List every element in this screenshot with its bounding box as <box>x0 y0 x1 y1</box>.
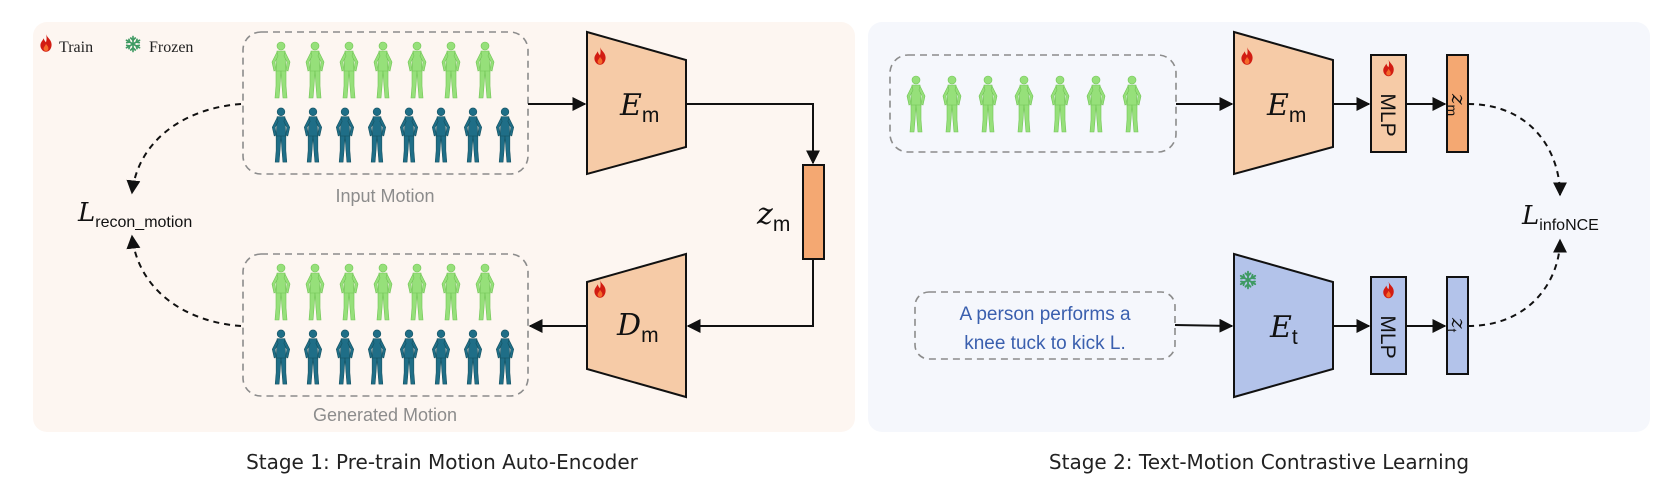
legend-train-label: Train <box>59 39 93 56</box>
text-prompt-line-2: knee tuck to kick L. <box>964 333 1126 354</box>
legend-frozen-label: Frozen <box>149 39 193 56</box>
stage1-recon-loss: Lrecon_motion <box>77 198 192 231</box>
stage2-motion-encoder <box>1233 30 1334 176</box>
stage1-caption: Stage 1: Pre-train Motion Auto-Encoder <box>246 450 639 474</box>
stage2-motion-box <box>889 54 1177 153</box>
arrow-latent-to-decoder <box>686 259 814 333</box>
stage1-latent-bar <box>802 164 825 260</box>
arrow-text-to-encoder <box>1174 318 1234 333</box>
stage2-text-box <box>914 291 1176 360</box>
stage2-infonce-loss: LinfoNCE <box>1521 201 1599 234</box>
input-motion-label: Input Motion <box>335 186 434 206</box>
text-prompt-line-1: A person performs a <box>959 304 1131 325</box>
stage1-motion-encoder <box>586 30 687 176</box>
stage1-latent-symbol: zm <box>756 197 790 236</box>
stage2-text-latent-symbol: zt <box>1444 317 1471 333</box>
stage2-text-encoder <box>1233 252 1334 399</box>
generated-motion-box <box>242 253 529 397</box>
stage2-motion-encoder-symbol: Em <box>1266 88 1306 127</box>
dash-arrow-motion-latent-to-loss <box>1467 103 1567 197</box>
legend: Train Frozen <box>40 34 193 56</box>
stage2-motion-latent-symbol: zm <box>1444 93 1471 116</box>
stage2-motion-mlp-label: MLP <box>1376 93 1399 136</box>
stage1-decoder-symbol: Dm <box>616 308 659 347</box>
arrow-encoder-to-latent <box>686 103 820 165</box>
stage2-text-encoder-symbol: Et <box>1269 310 1298 349</box>
dash-arrow-text-latent-to-loss <box>1467 238 1567 327</box>
generated-motion-label: Generated Motion <box>313 405 457 425</box>
stage2-text-mlp-label: MLP <box>1376 315 1399 358</box>
dash-arrow-output-to-loss <box>126 234 242 327</box>
stage1-motion-decoder <box>586 252 687 399</box>
dash-arrow-input-to-loss <box>126 103 242 195</box>
stage2-caption: Stage 2: Text-Motion Contrastive Learnin… <box>1049 450 1469 474</box>
stage1-encoder-symbol: Em <box>619 88 659 127</box>
